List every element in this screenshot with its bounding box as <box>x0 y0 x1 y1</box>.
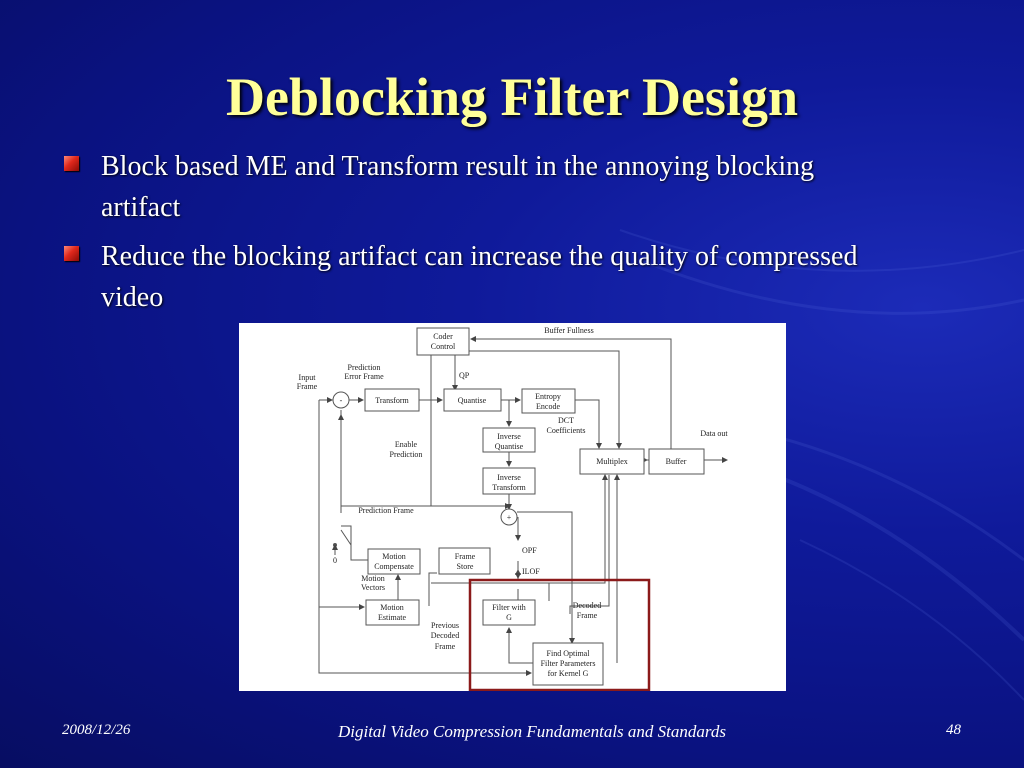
svg-text:Store: Store <box>457 562 474 571</box>
svg-text:Transform: Transform <box>492 483 526 492</box>
svg-text:Prediction: Prediction <box>390 450 423 459</box>
highlight-box <box>468 578 651 691</box>
plus-sign: + <box>507 513 512 522</box>
ilof-label: ILOF <box>522 567 540 576</box>
svg-text:Quantise: Quantise <box>495 442 524 451</box>
slide-title: Deblocking Filter Design <box>226 67 798 127</box>
bullet-list: Block based ME and Transform result in t… <box>64 146 884 326</box>
svg-text:Quantise: Quantise <box>458 396 487 405</box>
inverse-transform-block: Inverse Transform <box>482 467 536 495</box>
minus-sign: - <box>340 396 343 405</box>
diagram-labels: Input Frame Prediction Error Frame Buffe… <box>297 326 729 651</box>
data-out-label: Data out <box>700 429 728 438</box>
svg-text:Buffer: Buffer <box>666 457 687 466</box>
svg-text:Transform: Transform <box>375 396 409 405</box>
svg-text:Multiplex: Multiplex <box>596 457 628 466</box>
svg-text:Estimate: Estimate <box>378 613 406 622</box>
bullet-square-icon <box>64 246 79 261</box>
enable-prediction-label: Enable <box>395 440 418 449</box>
svg-text:Encode: Encode <box>536 402 560 411</box>
entropy-encode-block: Entropy Encode <box>521 388 576 414</box>
footer-page-number: 48 <box>946 722 961 738</box>
find-optimal-filter-block: Find Optimal Filter Parameters for Kerne… <box>532 642 604 686</box>
prediction-switch: 0 <box>332 529 352 565</box>
transform-block: Transform <box>364 388 420 412</box>
svg-text:Decoded: Decoded <box>431 631 459 640</box>
svg-text:Control: Control <box>431 342 456 351</box>
svg-text:G: G <box>506 613 512 622</box>
motion-compensate-block: Motion Compensate <box>367 548 421 575</box>
svg-text:Filter Parameters: Filter Parameters <box>541 659 596 668</box>
svg-text:Compensate: Compensate <box>374 562 414 571</box>
svg-text:for Kernel G: for Kernel G <box>548 669 589 678</box>
svg-text:Frame: Frame <box>577 611 598 620</box>
bullet-item: Reduce the blocking artifact can increas… <box>64 236 884 318</box>
svg-text:Motion: Motion <box>382 552 406 561</box>
svg-text:Coefficients: Coefficients <box>547 426 586 435</box>
svg-text:Vectors: Vectors <box>361 583 385 592</box>
buffer-fullness-label: Buffer Fullness <box>544 326 593 335</box>
svg-text:Inverse: Inverse <box>497 473 521 482</box>
footer-date: 2008/12/26 <box>62 722 131 738</box>
svg-text:Entropy: Entropy <box>535 392 561 401</box>
input-frame-label: Input <box>299 373 317 382</box>
qp-label: QP <box>459 371 470 380</box>
bullet-text: Reduce the blocking artifact can increas… <box>101 241 858 313</box>
bullet-item: Block based ME and Transform result in t… <box>64 146 884 228</box>
prediction-frame-label: Prediction Frame <box>358 506 414 515</box>
previous-decoded-frame-label: Previous <box>431 621 459 630</box>
frame-store-block: Frame Store <box>438 547 491 575</box>
add-junction: + <box>500 508 518 526</box>
motion-estimate-block: Motion Estimate <box>365 599 420 626</box>
footer-course-title: Digital Video Compression Fundamentals a… <box>337 722 726 741</box>
encoder-block-diagram: - + 0 Coder Control Transform Quantise E… <box>239 323 786 691</box>
svg-text:Frame: Frame <box>435 642 456 651</box>
svg-text:Frame: Frame <box>297 382 318 391</box>
filter-with-g-block: Filter with G <box>482 599 536 626</box>
bullet-square-icon <box>64 156 79 171</box>
decoded-frame-label: Decoded <box>573 601 601 610</box>
svg-text:Motion: Motion <box>380 603 404 612</box>
dct-coefficients-label: DCT <box>558 416 574 425</box>
prediction-error-frame-label: Prediction <box>348 363 381 372</box>
subtract-junction: - <box>332 391 350 409</box>
svg-text:Coder: Coder <box>433 332 453 341</box>
svg-text:Filter with: Filter with <box>492 603 526 612</box>
zero-label: 0 <box>333 556 337 565</box>
svg-text:Find Optimal: Find Optimal <box>547 649 591 658</box>
bullet-text: Block based ME and Transform result in t… <box>101 151 815 223</box>
svg-text:Inverse: Inverse <box>497 432 521 441</box>
buffer-block: Buffer <box>648 448 705 475</box>
coder-control-block: Coder Control <box>416 327 470 356</box>
multiplex-block: Multiplex <box>579 448 645 475</box>
svg-text:Error Frame: Error Frame <box>344 372 384 381</box>
inverse-quantise-block: Inverse Quantise <box>482 427 536 453</box>
opf-label: OPF <box>522 546 537 555</box>
quantise-block: Quantise <box>443 388 502 412</box>
motion-vectors-label: Motion <box>361 574 385 583</box>
svg-text:Frame: Frame <box>455 552 476 561</box>
